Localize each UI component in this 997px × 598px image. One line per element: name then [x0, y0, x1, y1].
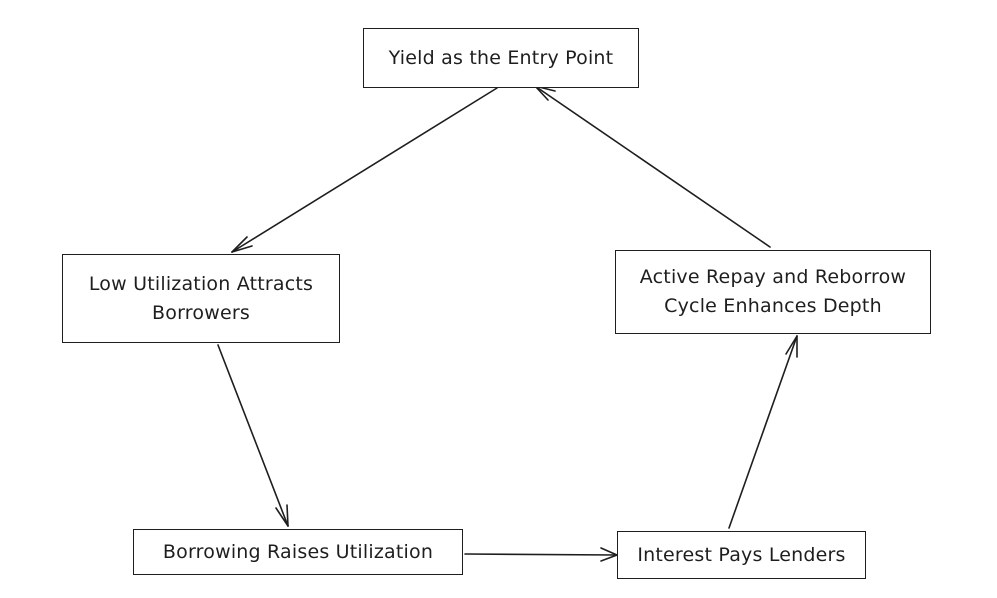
- edge-interest-to-active-repay: [728, 335, 798, 529]
- node-active-repay-reborrow: Active Repay and Reborrow Cycle Enhances…: [615, 250, 931, 334]
- node-label: Yield as the Entry Point: [388, 46, 614, 69]
- edge-active-repay-to-yield: [534, 85, 771, 248]
- node-low-utilization: Low Utilization Attracts Borrowers: [62, 254, 340, 343]
- node-yield-entry-point: Yield as the Entry Point: [363, 28, 639, 88]
- edge-low-utilization-to-borrowing: [217, 344, 289, 527]
- node-label: Active Repay and Reborrow Cycle Enhances…: [639, 266, 907, 317]
- node-borrowing-raises-utilization: Borrowing Raises Utilization: [133, 529, 463, 575]
- node-interest-pays-lenders: Interest Pays Lenders: [617, 531, 866, 579]
- edge-yield-to-low-utilization: [231, 87, 498, 253]
- edge-borrowing-to-interest: [464, 547, 618, 562]
- node-label: Interest Pays Lenders: [637, 543, 846, 566]
- node-label: Borrowing Raises Utilization: [162, 540, 434, 563]
- node-label: Low Utilization Attracts Borrowers: [88, 272, 314, 324]
